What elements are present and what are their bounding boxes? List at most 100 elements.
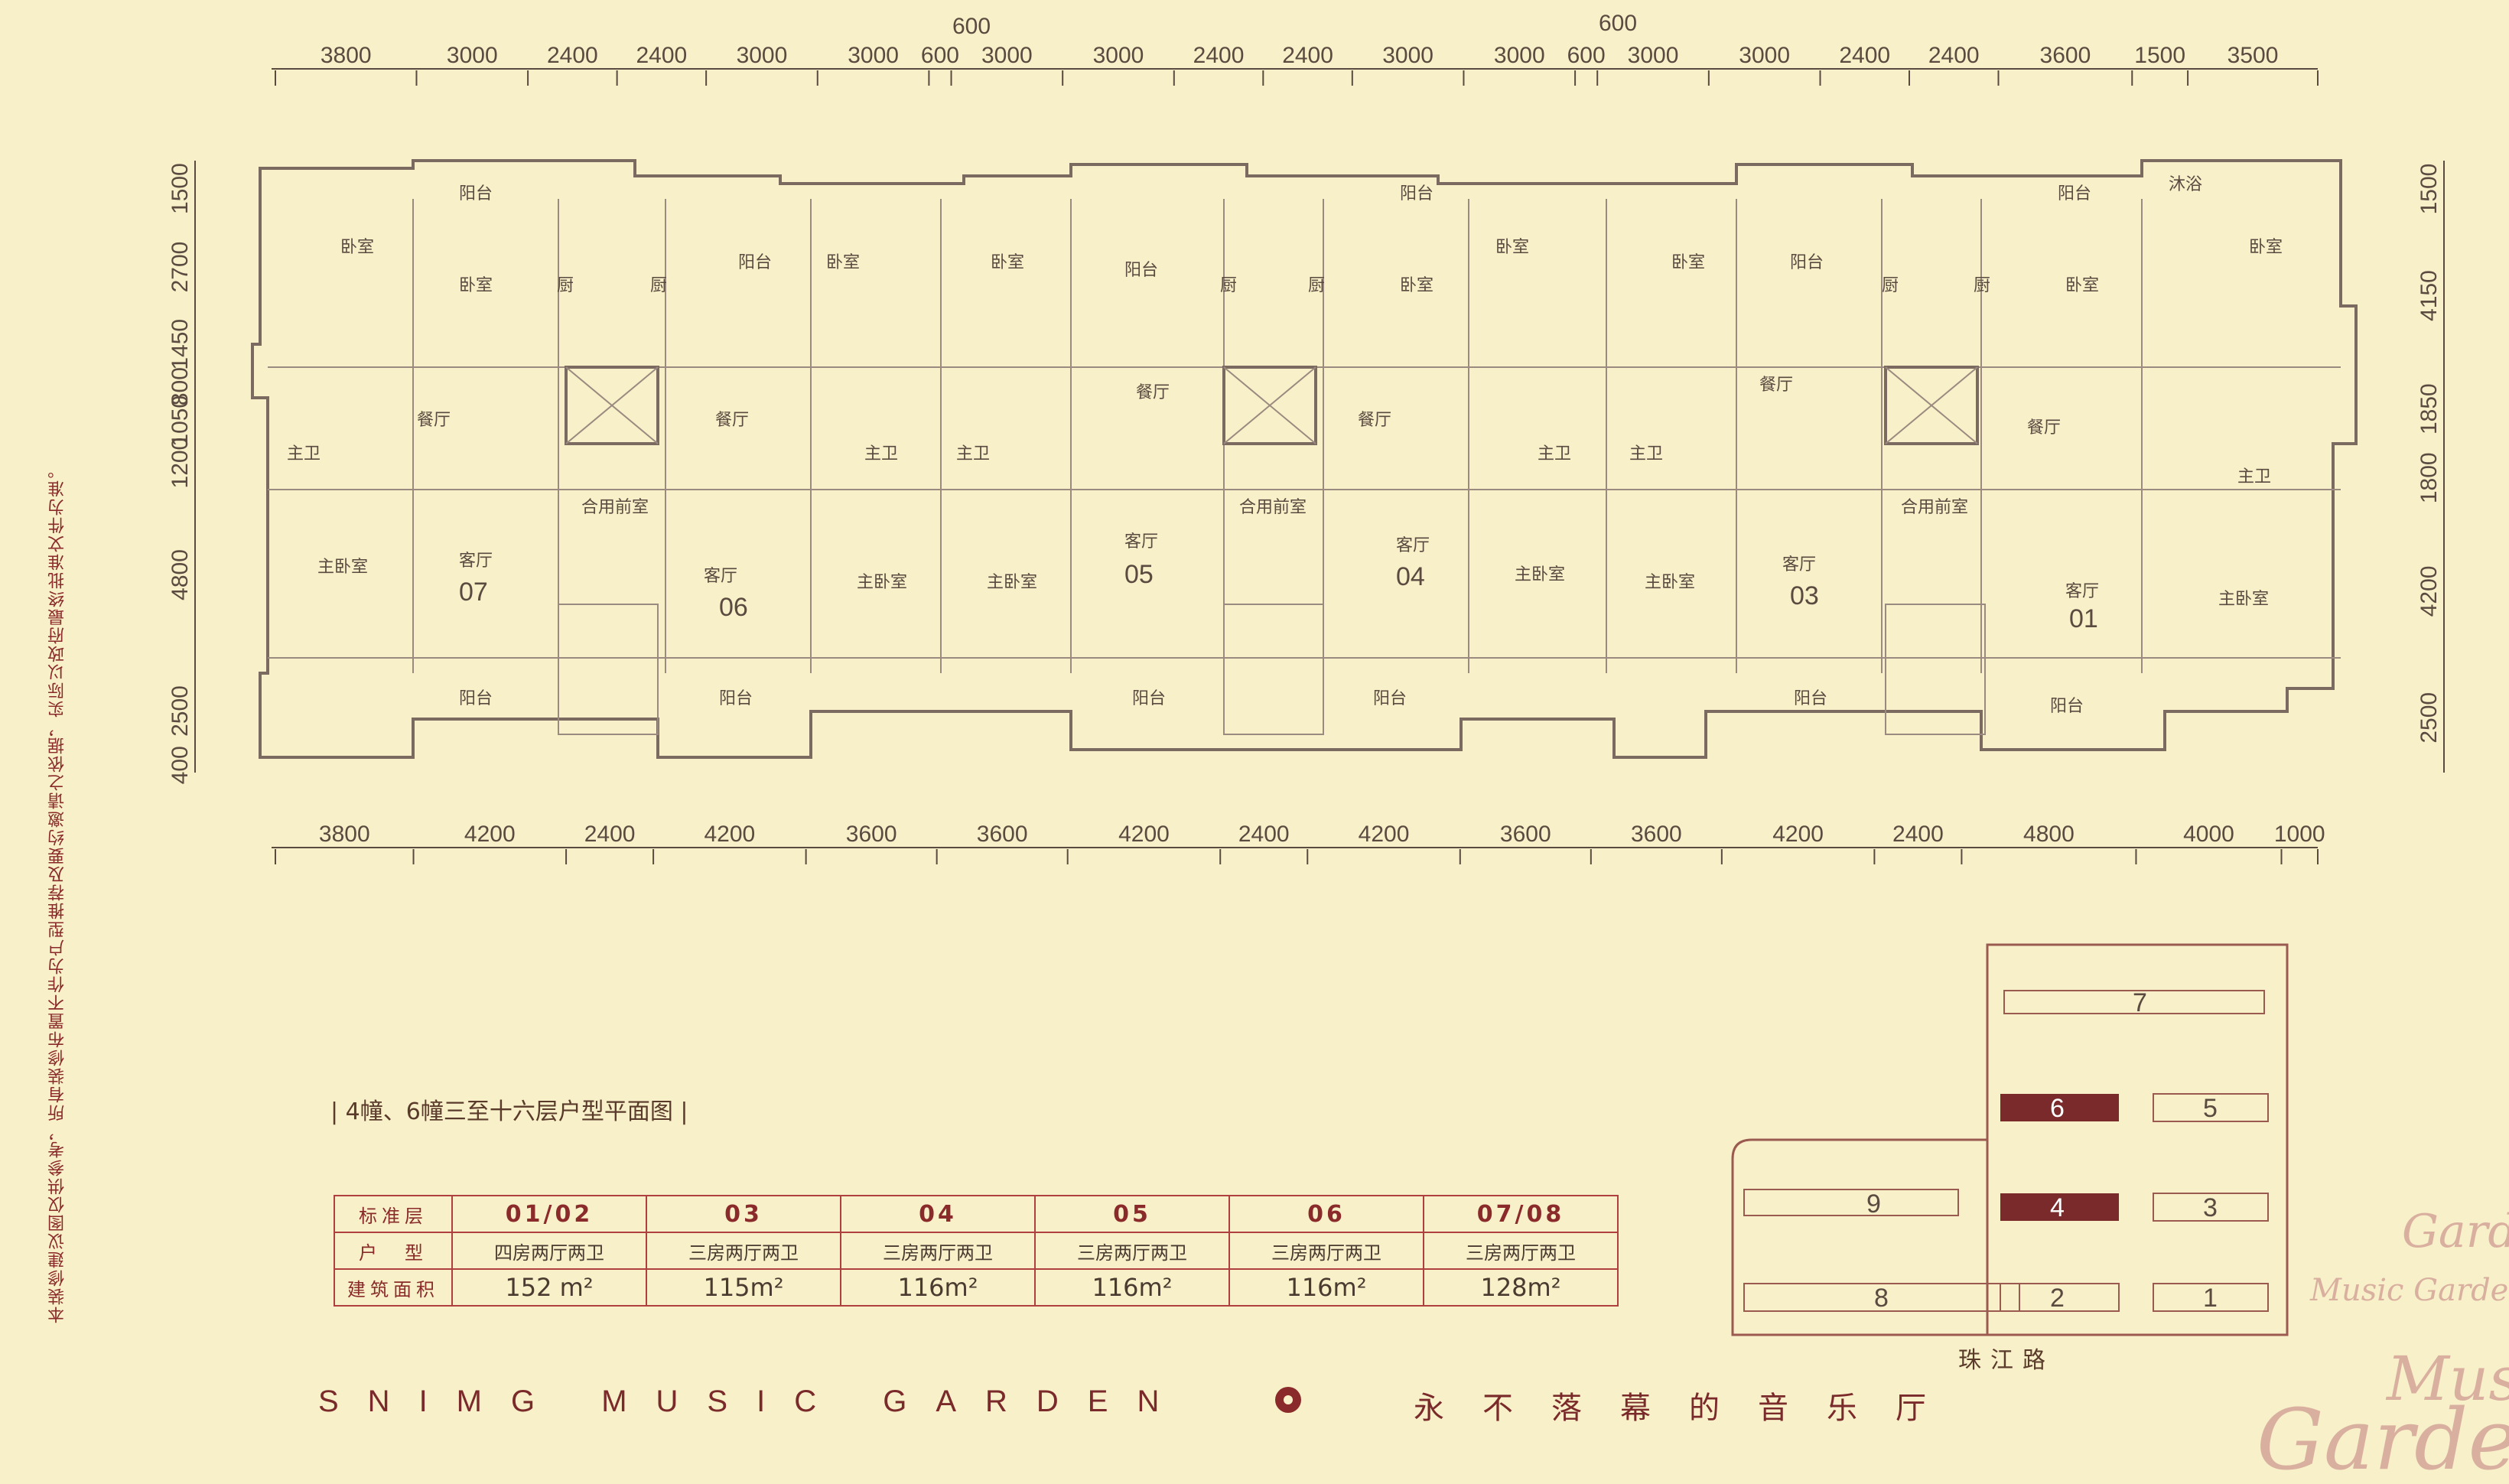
footer-chinese: 永不落幕的音乐厅 [1414,1391,1964,1426]
bottom-dimension: 3800 [319,822,370,847]
watermark-text: Garden [2402,1205,2509,1258]
room-label: 厨 [1974,276,1990,295]
site-building: 8 [1874,1284,1889,1313]
type-cell: 四房两厅两卫 [451,1232,647,1270]
site-building: 6 [2050,1094,2065,1123]
room-label: 阳台 [1794,689,1827,708]
site-building: 4 [2050,1193,2065,1222]
top-dimension: 3500 [2228,43,2279,68]
top-dimension: 1500 [2134,43,2185,68]
room-label: 合用前室 [1239,498,1307,517]
unit-info-table: 标准层 01/02 03 04 05 06 07/08 户 型 四房两厅两卫 三… [334,1195,1619,1307]
top-dimension: 2400 [636,43,687,68]
bottom-dimension: 4200 [1359,822,1410,847]
bottom-dimension: 4800 [2023,822,2075,847]
footer-english: SNIMG MUSIC GARDEN [318,1385,1189,1418]
area-cell: 116m² [840,1268,1036,1307]
flower-icon [1275,1387,1301,1413]
bottom-dimension: 3600 [977,822,1028,847]
room-label: 卧室 [1495,238,1529,257]
bottom-dimension: 4200 [1118,822,1170,847]
room-label: 主卫 [864,444,898,464]
watermark-text: Garden [2257,1391,2509,1484]
bottom-dimension: 2400 [1238,822,1290,847]
type-cell: 三房两厅两卫 [1034,1232,1230,1270]
unit-number: 03 [1790,581,1819,610]
left-dimension: 2700 [168,242,193,293]
room-label: 卧室 [459,276,493,295]
unit-number: 05 [1124,560,1154,589]
bottom-dimension: 4000 [2183,822,2234,847]
room-label: 阳台 [1373,689,1407,708]
room-labels: 卧室 卧室 厨 厨 阳台 卧室 卧室 阳台 厨 厨 卧室 卧室 卧室 阳台 厨 … [287,175,2283,716]
type-cell: 三房两厅两卫 [1423,1232,1619,1270]
top-dimension: 3000 [1494,43,1545,68]
room-label: 卧室 [826,253,860,272]
room-label: 阳台 [459,184,493,203]
floor-cell: 03 [646,1195,841,1233]
area-cell: 128m² [1423,1268,1619,1307]
room-label: 阳台 [719,689,753,708]
table-row: 标准层 01/02 03 04 05 06 07/08 [334,1195,1619,1233]
type-cell: 三房两厅两卫 [1228,1232,1424,1270]
room-label: 阳台 [1790,253,1824,272]
watermark-text: Mus [2385,1343,2509,1414]
room-label: 厨 [650,276,667,295]
room-label: 厨 [1308,276,1325,295]
bottom-dimension: 3600 [1500,822,1551,847]
room-label: 阳台 [1124,261,1158,280]
right-dimension: 1800 [2416,452,2442,503]
area-cell: 116m² [1034,1268,1230,1307]
room-label: 阳台 [2050,697,2084,716]
room-label: 主卫 [956,444,990,464]
site-building: 3 [2203,1193,2218,1222]
floor-cell: 04 [840,1195,1036,1233]
left-dimension: 800 [168,367,193,405]
left-dimension: 4800 [168,549,193,600]
room-label: 餐厅 [2027,418,2061,438]
top-dimension: 3000 [447,43,498,68]
room-label: 客厅 [1124,532,1158,552]
room-label: 阳台 [1400,184,1433,203]
top-dimension: 3000 [1382,43,1433,68]
room-label: 卧室 [2065,276,2099,295]
top-dimension: 3000 [737,43,788,68]
room-label: 主卧室 [2218,590,2269,609]
room-label: 厨 [557,276,574,295]
bottom-dimension: 4200 [1772,822,1824,847]
site-building: 5 [2203,1094,2218,1123]
left-dimension: 1500 [168,163,193,214]
building-outline [251,159,2358,759]
room-label: 卧室 [2249,238,2283,257]
bottom-dimension: 2400 [1892,822,1944,847]
top-dimension: 2400 [1193,43,1245,68]
watermark-text: Music Garden [2309,1273,2509,1308]
table-row: 建筑面积 152 m² 115m² 116m² 116m² 116m² 128m… [334,1268,1619,1307]
right-dimension: 4200 [2416,566,2442,617]
road-label: 珠江路 [1958,1347,2055,1374]
type-cell: 三房两厅两卫 [840,1232,1036,1270]
top-dimension: 2400 [1928,43,1980,68]
left-dimension: 400 [168,746,193,784]
room-label: 客厅 [2065,582,2099,601]
left-dimension: 1200 [168,438,193,489]
top-dimension: 2400 [547,43,598,68]
floor-cell: 06 [1228,1195,1424,1233]
room-label: 餐厅 [1136,383,1170,402]
top-dimension: 600 [921,43,959,68]
top-dimension: 2400 [1839,43,1890,68]
area-cell: 152 m² [451,1268,647,1307]
row-label: 户 型 [334,1232,453,1270]
left-dimension: 1050 [168,395,193,447]
row-label: 建筑面积 [334,1268,453,1307]
room-label: 厨 [1882,276,1899,295]
room-label: 餐厅 [715,411,749,430]
top-dimension: 3000 [1093,43,1144,68]
top-dimension: 600 [1567,43,1606,68]
room-label: 厨 [1220,276,1237,295]
area-cell: 115m² [646,1268,841,1307]
top-dim-upper-1: 600 [952,14,991,39]
top-dimension: 2400 [1282,43,1333,68]
top-dimension: 3000 [1628,43,1679,68]
